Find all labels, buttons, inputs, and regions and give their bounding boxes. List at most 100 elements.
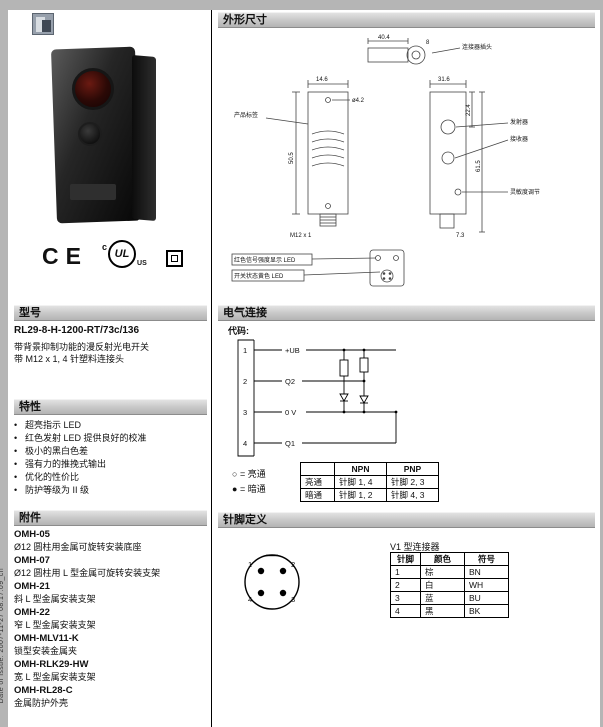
connector-face-drawing: 1 2 3 4 — [244, 554, 300, 610]
page-icon — [32, 13, 54, 35]
pin-number: 1 — [390, 565, 421, 579]
feature-item: •防护等级为 II 级 — [14, 484, 209, 497]
connector-type-label: V1 型连接器 — [390, 542, 440, 552]
connector-pin-3: 3 — [291, 595, 295, 604]
bullet-icon: • — [14, 420, 18, 430]
legend-text: = 暗通 — [239, 484, 266, 494]
pin-label: Q2 — [285, 377, 295, 386]
bullet-icon: • — [14, 446, 18, 456]
col-pnp: PNP — [386, 462, 439, 476]
led1-label: 红色信号强度显示 LED — [234, 256, 296, 264]
ul-canada-letter: c — [102, 242, 108, 252]
column-divider — [211, 10, 212, 727]
pin-symbol: BU — [464, 591, 509, 605]
feature-item: • 极小的黑白色差 — [14, 445, 209, 458]
table-row: 4 黑 BK — [390, 604, 509, 618]
accessory-desc: 宽 L 型金属安装支架 — [14, 672, 96, 682]
dim-thread: M12 x 1 — [290, 233, 312, 239]
pin-symbol: WH — [464, 578, 509, 592]
receiver-label: 接收器 — [510, 135, 528, 143]
npn-pins: 针脚 1, 4 — [334, 475, 387, 489]
feature-text: 优化的性价比 — [25, 472, 80, 482]
accessory-desc: 斜 L 型金属安装支架 — [14, 594, 96, 604]
dim-side-depth: 31.6 — [438, 77, 450, 83]
dimensions-section-header: 外形尺寸 — [218, 12, 595, 28]
pin-number: 3 — [390, 591, 421, 605]
col-pin: 针脚 — [390, 552, 421, 566]
output-legend: ○ = 亮通 ● = 暗通 — [232, 467, 266, 497]
model-description-2: 带 M12 x 1, 4 针塑料连接头 — [14, 354, 125, 364]
bullet-icon: • — [14, 459, 18, 469]
pin-symbol: BK — [464, 604, 509, 618]
pin-number: 4 — [243, 439, 247, 448]
accessory-item: OMH-05 Ø12 圆柱用金属可旋转安装底座 — [14, 529, 209, 553]
pin-number: 1 — [243, 346, 247, 355]
accessory-desc: 锁型安装金属夹 — [14, 646, 78, 656]
accessory-item: OMH-RLK29-HW 宽 L 型金属安装支架 — [14, 659, 209, 683]
accessory-code: OMH-21 — [14, 581, 50, 592]
dim-stub: 7.3 — [456, 233, 465, 239]
model-description-1: 带背景抑制功能的漫反射光电开关 — [14, 342, 150, 352]
accessory-code: OMH-RL28-C — [14, 685, 73, 696]
dim-connector-width: 8 — [426, 40, 430, 46]
protection-class-ii-inner — [171, 255, 178, 262]
accessory-item: OMH-07 Ø12 圆柱用 L 型金属可旋转安装支架 — [14, 555, 209, 579]
dim-front-width: 14.6 — [316, 77, 328, 83]
code-label: 代码: — [228, 326, 249, 336]
pin-label: +UB — [285, 346, 300, 355]
table-row: 3 蓝 BU — [390, 591, 509, 605]
product-photo — [36, 36, 168, 234]
led2-label: 开关状态黄色 LED — [234, 272, 284, 280]
pin-color: 棕 — [420, 565, 465, 579]
accessory-desc: 窄 L 型金属安装支架 — [14, 620, 96, 630]
output-mode-table: NPN PNP 亮通 针脚 1, 4 针脚 2, 3 暗通 针脚 1, 2 针脚… — [300, 462, 439, 502]
pnp-pins: 针脚 2, 3 — [386, 475, 439, 489]
emitter-label: 发射器 — [510, 118, 528, 126]
feature-text: 防护等级为 II 级 — [25, 485, 90, 495]
dim-front-height: 50.5 — [289, 152, 295, 164]
ul-letters: UL — [114, 248, 130, 260]
pin-color: 蓝 — [420, 591, 465, 605]
dim-connector-length: 40.4 — [378, 35, 390, 41]
pin-color: 白 — [420, 578, 465, 592]
feature-text: 极小的黑白色差 — [25, 446, 89, 456]
pin-number: 3 — [243, 408, 247, 417]
accessory-desc: Ø12 圆柱用 L 型金属可旋转安装支架 — [14, 568, 161, 578]
adjuster-label: 灵敏度调节 — [510, 188, 540, 196]
feature-text: 强有力的推挽式输出 — [25, 459, 107, 469]
accessory-code: OMH-07 — [14, 555, 50, 566]
filled-circle-icon: ● — [232, 484, 238, 494]
pnp-pins: 针脚 4, 3 — [386, 488, 439, 502]
accessory-code: OMH-05 — [14, 529, 50, 540]
accessory-item: OMH-21 斜 L 型金属安装支架 — [14, 581, 209, 605]
bullet-icon: • — [14, 472, 18, 482]
accessory-desc: 金属防护外壳 — [14, 698, 69, 708]
features-list: •超亮指示 LED •红色发射 LED 提供良好的校准 •极小的黑白色差 •强有… — [14, 419, 209, 497]
features-section-header: 特性 — [14, 399, 207, 415]
electrical-section-header: 电气连接 — [218, 305, 595, 321]
pin-number: 4 — [390, 604, 421, 618]
table-row: 亮通 针脚 1, 4 针脚 2, 3 — [300, 475, 439, 489]
table-corner — [300, 462, 335, 476]
legend-dark-on: ● = 暗通 — [232, 482, 266, 497]
connector-pin-1: 1 — [248, 560, 252, 569]
pin-label: 0 V — [285, 408, 296, 417]
row-label: 暗通 — [300, 488, 335, 502]
col-symbol: 符号 — [464, 552, 509, 566]
feature-item: • 优化的性价比 — [14, 471, 209, 484]
accessory-code: OMH-MLV11-K — [14, 633, 79, 644]
type-label: 产品标签 — [234, 111, 258, 119]
pin-number: 2 — [243, 377, 247, 386]
feature-item: •超亮指示 LED — [14, 419, 209, 432]
accessory-item: OMH-MLV11-K 锁型安装金属夹 — [14, 633, 209, 657]
ul-mark: c UL US — [102, 240, 147, 268]
pin-symbol: BN — [464, 565, 509, 579]
ul-us-letters: US — [137, 260, 147, 267]
accessories-section-header: 附件 — [14, 510, 207, 526]
connector-label: 连接器插头 — [462, 43, 492, 51]
connector-pin-2: 2 — [291, 560, 295, 569]
col-npn: NPN — [334, 462, 387, 476]
accessory-item: OMH-RL28-C 金属防护外壳 — [14, 685, 209, 709]
pin-number: 2 — [390, 578, 421, 592]
